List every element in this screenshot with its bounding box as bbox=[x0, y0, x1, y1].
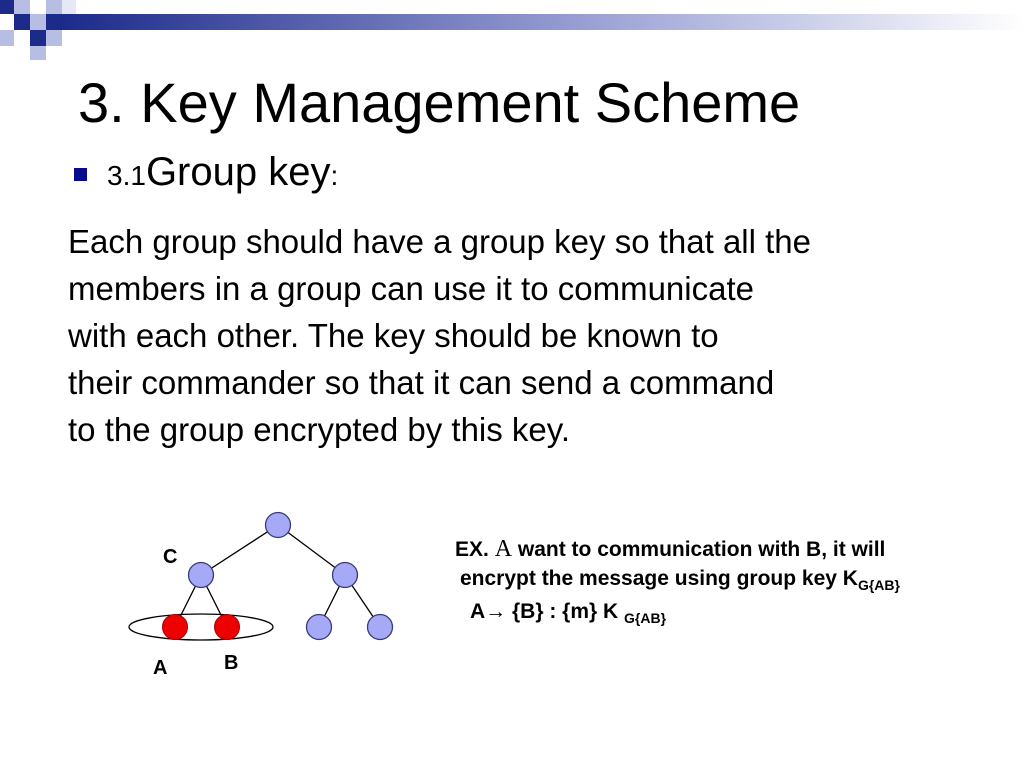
node-c bbox=[187, 561, 215, 589]
node-b bbox=[214, 614, 240, 640]
paragraph-line: Each group should have a group key so th… bbox=[68, 223, 811, 260]
body-paragraph: Each group should have a group key so th… bbox=[68, 218, 1024, 453]
node-a bbox=[162, 614, 188, 640]
leaf-node bbox=[305, 613, 333, 641]
bullet-item: 3.1 Group key : bbox=[74, 150, 338, 210]
paragraph-line: their commander so that it can send a co… bbox=[68, 364, 775, 401]
paragraph-line: to the group encrypted by this key. bbox=[68, 411, 571, 448]
tree-edge bbox=[277, 524, 346, 576]
right-internal-node bbox=[331, 561, 359, 589]
header-decoration bbox=[0, 0, 1024, 60]
square-bullet-icon bbox=[74, 168, 87, 181]
root-node bbox=[264, 511, 292, 539]
example-line-2: encrypt the message using group key KG{A… bbox=[460, 567, 900, 593]
leaf-node bbox=[366, 613, 394, 641]
slide-title: 3. Key Management Scheme bbox=[78, 71, 801, 134]
group-ab-ellipse bbox=[128, 613, 274, 641]
paragraph-line: members in a group can use it to communi… bbox=[68, 270, 754, 307]
example-actor: A bbox=[494, 536, 513, 562]
label-c: C bbox=[163, 546, 177, 568]
example-text-2: encrypt the message using group key K bbox=[460, 567, 858, 590]
label-b: B bbox=[224, 652, 238, 674]
label-a: A bbox=[153, 657, 167, 679]
bullet-heading: Group key bbox=[145, 150, 331, 194]
bullet-number: 3.1 bbox=[107, 160, 146, 191]
example-line-1: EX. A want to communication with B, it w… bbox=[455, 536, 885, 563]
example-line-3: A→ {B} : {m} K G{AB} bbox=[470, 600, 666, 626]
example-sub-3: G{AB} bbox=[624, 610, 667, 626]
paragraph-line: with each other. The key should be known… bbox=[68, 317, 719, 354]
example-prefix: EX. bbox=[455, 538, 489, 561]
example-text-1: want to communication with B, it will bbox=[517, 538, 886, 561]
tree-edge bbox=[200, 524, 279, 576]
example-text-3: A→ {B} : {m} K bbox=[470, 600, 619, 623]
bullet-colon: : bbox=[330, 160, 339, 191]
example-sub-2: G{AB} bbox=[857, 577, 900, 593]
